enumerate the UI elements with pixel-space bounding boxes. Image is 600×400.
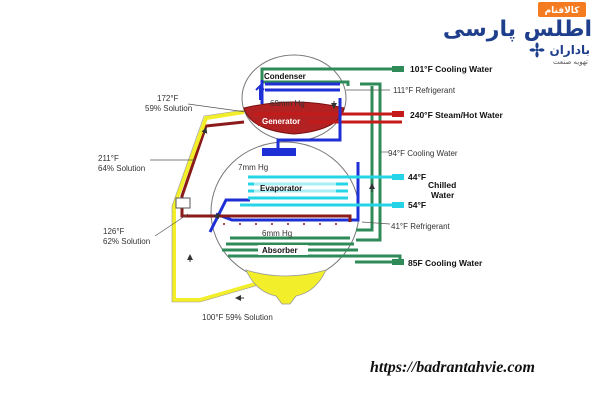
label-126f: 126°F <box>103 227 125 236</box>
label-bottom-solution: 100°F 59% Solution <box>202 313 273 322</box>
label-41-refrigerant: 41°F Refrigerant <box>391 222 451 231</box>
leader-lines <box>150 89 391 237</box>
fan-icon <box>529 42 545 58</box>
label-94-cooling-water: 94°F Cooling Water <box>388 149 458 158</box>
condenser-up-arrow <box>255 83 265 100</box>
logo-sub-tag: تهویه صنعت <box>553 58 588 66</box>
label-172f: 172°F <box>157 94 179 103</box>
label-6mm: 6mm Hg <box>262 229 292 238</box>
chilled-water-outlet <box>392 174 404 180</box>
label-chilled: Chilled <box>428 180 456 190</box>
label-7mm: 7mm Hg <box>238 163 268 172</box>
strong-solution-line <box>180 120 352 222</box>
label-44f: 44°F <box>408 172 426 182</box>
label-generator: Generator <box>262 117 300 126</box>
label-condenser: Condenser <box>264 72 306 81</box>
absorber-label-box <box>258 245 308 255</box>
label-water: Water <box>431 190 455 200</box>
chilled-water-inlet <box>392 202 404 208</box>
label-211f: 211°F <box>98 154 119 163</box>
heat-exchanger <box>175 197 191 209</box>
evaporator-label-box <box>254 181 336 194</box>
logo-name: اطلس پارسی <box>443 17 592 42</box>
brand-logo: کالافنام اطلس پارسی باداران تهویه صنعت <box>443 2 592 66</box>
lower-shell <box>210 141 360 283</box>
label-64-solution: 64% Solution <box>98 164 145 173</box>
logo-sub-name: باداران <box>549 43 590 57</box>
distributor-box <box>262 148 296 156</box>
label-evaporator: Evaporator <box>260 184 302 193</box>
logo-badge-text: کالافنام <box>545 6 581 16</box>
label-54f: 54°F <box>408 200 426 210</box>
weak-solution-line <box>172 110 263 302</box>
absorber-spray-dots <box>223 223 337 225</box>
label-85-cooling-water: 85F Cooling Water <box>408 258 483 268</box>
label-240-steam: 240°F Steam/Hot Water <box>410 110 504 120</box>
logo-badge-bg <box>538 2 586 17</box>
generator-label-box <box>258 116 308 126</box>
label-absorber: Absorber <box>262 246 298 255</box>
label-111-refrigerant: 111°F Refrigerant <box>393 86 456 95</box>
label-62-solution: 62% Solution <box>103 237 150 246</box>
cooling-water-101-inlet <box>392 66 404 72</box>
direction-arrows <box>187 101 375 301</box>
label-69mm: 69mm Hg <box>270 99 305 108</box>
weak-solution-line-outline <box>171 109 263 303</box>
cooling-water-85-inlet <box>392 259 404 265</box>
absorber-sump <box>245 269 327 305</box>
website-url[interactable]: https://badrantahvie.com <box>370 359 535 376</box>
label-59-solution: 59% Solution <box>145 104 192 113</box>
label-101-cooling-water: 101°F Cooling Water <box>410 64 493 74</box>
condenser-coil <box>260 80 340 104</box>
steam-inlet <box>392 111 404 117</box>
